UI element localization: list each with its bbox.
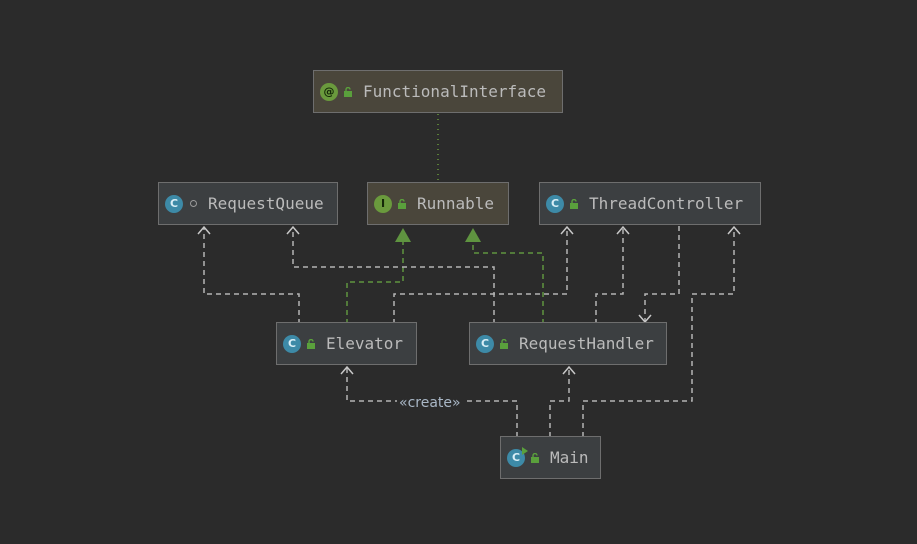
public-lock-icon: [569, 198, 579, 209]
node-name: RequestHandler: [519, 334, 654, 353]
node-functional-interface[interactable]: @ FunctionalInterface: [313, 70, 563, 113]
interface-icon: I: [374, 194, 392, 213]
node-name: Main: [550, 448, 589, 467]
node-name: Runnable: [417, 194, 495, 213]
public-lock-icon: [530, 452, 540, 463]
node-main[interactable]: C Main: [500, 436, 601, 479]
public-lock-icon: [306, 338, 316, 349]
annotation-type-icon: @: [320, 82, 338, 101]
arrowhead: [286, 225, 300, 235]
arrowhead: [727, 225, 741, 235]
class-icon: C: [283, 334, 301, 353]
edge-main-uses-requesthandler: [549, 367, 570, 437]
edge-elevator-implements-runnable: [346, 241, 404, 324]
badge-letter: C: [511, 451, 521, 464]
node-request-handler[interactable]: C RequestHandler: [469, 322, 667, 365]
arrowhead: [560, 225, 574, 235]
edge-elevator-uses-requestqueue: [203, 227, 300, 324]
public-lock-icon: [397, 198, 407, 209]
run-icon: [522, 446, 528, 455]
arrowhead: [616, 225, 630, 235]
edge-requesthandler-uses-requestqueue: [292, 227, 495, 324]
class-icon: C: [476, 334, 494, 353]
node-runnable[interactable]: I Runnable: [367, 182, 509, 225]
edge-requesthandler-uses-threadcontroller: [595, 227, 624, 324]
node-name: Elevator: [326, 334, 404, 353]
edge-requesthandler-implements-runnable: [472, 241, 544, 324]
arrowhead: [340, 365, 354, 375]
node-name: ThreadController: [589, 194, 744, 213]
edge-threadcontroller-uses-requesthandler: [644, 226, 680, 321]
public-lock-icon: [499, 338, 509, 349]
runnable-class-icon: C: [507, 446, 528, 467]
realization-arrowhead: [395, 228, 411, 242]
node-elevator[interactable]: C Elevator: [276, 322, 417, 365]
node-thread-controller[interactable]: C ThreadController: [539, 182, 761, 225]
arrowhead: [562, 365, 576, 375]
edge-main-uses-threadcontroller: [582, 227, 735, 437]
edge-elevator-uses-threadcontroller: [393, 227, 568, 324]
class-icon: C: [165, 194, 183, 213]
package-private-icon: [188, 199, 198, 209]
class-icon: C: [546, 194, 564, 213]
node-request-queue[interactable]: C RequestQueue: [158, 182, 338, 225]
create-stereotype-label: «create»: [397, 394, 463, 412]
arrowhead: [197, 225, 211, 235]
realization-arrowhead: [465, 228, 481, 242]
public-lock-icon: [343, 86, 353, 97]
node-name: RequestQueue: [208, 194, 324, 213]
node-name: FunctionalInterface: [363, 82, 547, 101]
